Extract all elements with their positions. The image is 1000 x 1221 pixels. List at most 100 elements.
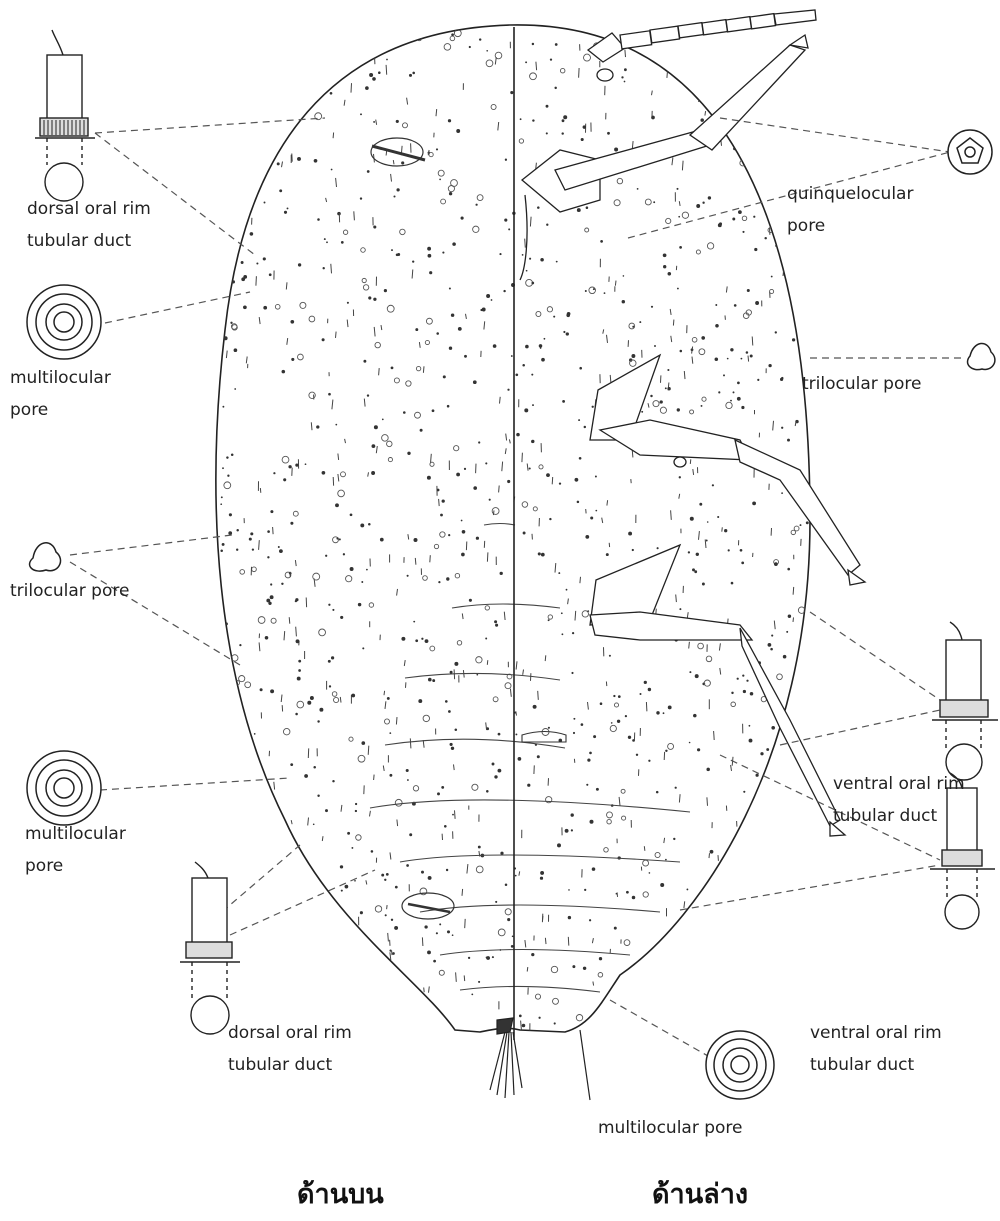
texture-mark xyxy=(248,802,252,806)
texture-mark xyxy=(234,348,238,352)
texture-mark xyxy=(679,608,681,610)
texture-mark xyxy=(220,283,225,288)
texture-mark xyxy=(510,91,513,94)
texture-mark xyxy=(727,70,731,74)
texture-mark xyxy=(653,201,655,203)
texture-mark xyxy=(616,893,618,895)
texture-mark xyxy=(230,137,231,143)
texture-mark xyxy=(326,241,328,243)
texture-mark xyxy=(230,322,232,324)
texture-mark xyxy=(220,550,223,553)
texture-mark xyxy=(587,758,590,761)
texture-mark xyxy=(607,500,608,505)
texture-mark xyxy=(468,957,470,959)
texture-mark xyxy=(630,1004,634,1008)
texture-mark xyxy=(607,132,610,135)
texture-mark xyxy=(680,350,683,353)
texture-mark xyxy=(322,471,326,475)
texture-mark xyxy=(706,540,708,542)
label-ventral-duct-lower: ventral oral rim tubular duct xyxy=(810,1017,942,1081)
texture-mark xyxy=(325,555,327,557)
texture-mark xyxy=(527,784,530,787)
texture-mark xyxy=(785,822,788,825)
texture-mark xyxy=(747,149,751,153)
texture-mark xyxy=(651,1029,653,1031)
texture-mark xyxy=(491,299,493,301)
texture-mark xyxy=(771,276,773,278)
texture-mark xyxy=(743,791,745,793)
texture-mark xyxy=(646,702,647,711)
texture-mark xyxy=(465,919,466,928)
texture-mark xyxy=(243,305,247,309)
texture-mark xyxy=(763,40,767,44)
texture-mark xyxy=(672,1014,673,1018)
texture-mark xyxy=(436,932,438,934)
texture-mark xyxy=(273,472,275,474)
texture-mark xyxy=(705,111,706,116)
texture-mark xyxy=(498,733,501,736)
texture-mark xyxy=(741,406,744,409)
texture-mark xyxy=(471,993,473,995)
texture-mark xyxy=(749,917,752,920)
texture-mark xyxy=(448,534,450,536)
texture-mark xyxy=(637,188,639,190)
texture-mark xyxy=(580,577,581,583)
texture-mark xyxy=(226,456,228,458)
texture-mark xyxy=(469,46,471,48)
caption-ventral-view: ด้านล่าง xyxy=(652,1172,748,1215)
body-outline xyxy=(216,25,810,1032)
texture-mark xyxy=(286,903,288,905)
texture-mark xyxy=(554,1022,556,1024)
texture-mark xyxy=(624,68,627,71)
texture-mark xyxy=(387,697,390,700)
texture-mark xyxy=(546,473,550,477)
texture-mark xyxy=(794,106,795,116)
texture-mark xyxy=(347,832,350,835)
texture-mark xyxy=(339,538,341,540)
texture-mark xyxy=(667,387,670,390)
texture-mark xyxy=(545,938,546,944)
texture-mark xyxy=(798,144,803,149)
texture-mark xyxy=(273,931,275,933)
texture-mark xyxy=(257,161,258,165)
texture-mark xyxy=(438,581,440,583)
texture-mark xyxy=(265,636,269,640)
texture-mark xyxy=(708,196,711,199)
texture-mark xyxy=(579,457,582,460)
texture-mark xyxy=(374,775,375,780)
texture-mark xyxy=(226,164,229,167)
texture-mark xyxy=(526,270,528,272)
texture-mark xyxy=(222,467,224,469)
texture-mark xyxy=(657,547,659,549)
texture-mark xyxy=(548,619,550,621)
texture-mark xyxy=(733,391,735,393)
texture-mark xyxy=(500,397,501,404)
texture-mark xyxy=(347,921,353,927)
texture-mark xyxy=(722,527,723,531)
texture-mark xyxy=(371,471,375,475)
texture-mark xyxy=(279,549,283,553)
texture-mark xyxy=(486,956,490,960)
texture-mark xyxy=(702,583,705,586)
texture-mark xyxy=(368,296,371,299)
texture-mark xyxy=(361,741,365,745)
texture-mark xyxy=(432,679,435,682)
texture-mark xyxy=(546,105,549,108)
texture-mark xyxy=(226,127,231,132)
texture-mark xyxy=(566,589,568,591)
texture-mark xyxy=(585,290,587,292)
texture-mark xyxy=(297,677,301,681)
label-trilocular-right: trilocular pore xyxy=(802,368,921,400)
texture-mark xyxy=(283,478,286,481)
texture-mark xyxy=(672,63,676,67)
texture-mark xyxy=(507,389,509,391)
texture-mark xyxy=(705,933,711,939)
texture-mark xyxy=(581,138,584,141)
texture-mark xyxy=(297,157,301,161)
texture-mark xyxy=(663,265,666,268)
texture-mark xyxy=(389,732,391,734)
texture-mark xyxy=(469,599,472,602)
texture-mark xyxy=(464,468,466,470)
texture-mark xyxy=(384,289,387,292)
texture-mark xyxy=(493,344,497,348)
